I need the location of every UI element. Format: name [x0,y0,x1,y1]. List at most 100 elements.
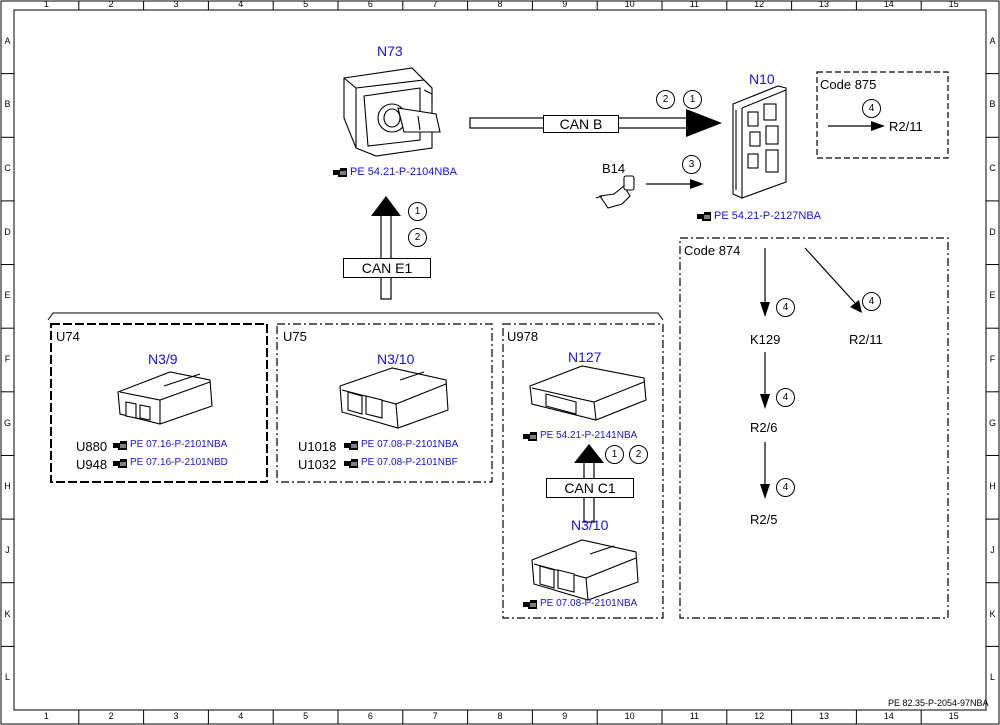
ecu-n3-10-lower-illustration [531,539,639,601]
pointing-hand-icon [333,168,347,177]
code874-title: Code 874 [684,243,741,258]
u978-box [502,323,664,619]
grid-row-label-left: A [4,35,11,46]
grid-row-label-right: F [989,354,996,364]
n10-reference-link[interactable]: PE 54.21-P-2127NBA [697,211,821,222]
can-b-arrowhead [686,109,722,137]
grid-row-label-right: E [989,290,996,301]
grid-column-label-top: 8 [497,0,503,9]
grid-column-label-bottom: 11 [689,711,700,721]
code875-title: Code 875 [820,77,877,92]
grid-row-label-left: F [4,354,11,364]
u74-title: U74 [56,329,80,344]
grid-row-label-left: L [4,672,10,683]
can-e1-line [380,214,392,300]
r2-5-badge: 4 [776,478,795,497]
grid-column-label-top: 13 [818,0,829,9]
grid-column-label-bottom: 1 [43,711,49,721]
grid-column-label-bottom: 10 [624,711,635,721]
grid-column-label-top: 15 [948,0,959,9]
grid-row-label-left: G [3,417,11,428]
n10-module-illustration [732,85,787,199]
can-c1-label: CAN C1 [546,478,634,498]
inner-frame [13,9,987,711]
can-c1-badge-1: 1 [605,445,624,464]
u1018-code: U1018 [298,439,337,454]
n3-9-label: N3/9 [148,351,178,367]
code875-r2-11: R2/11 [889,119,923,134]
grid-column-label-top: 7 [432,0,438,9]
grid-row-label-right: H [989,481,996,492]
b14-badge-3: 3 [682,155,701,174]
grid-row-label-left: K [4,608,11,619]
k129-label: K129 [750,332,781,347]
grid-row-label-left: E [4,290,11,301]
u880-reference-link[interactable]: PE 07.16-P-2101NBA [113,440,227,450]
n127-label: N127 [568,349,602,365]
n3-10-label: N3/10 [377,351,415,367]
can-e1-badge-1: 1 [408,202,427,221]
grid-row-label-right: K [989,608,996,619]
n73-reference-link[interactable]: PE 54.21-P-2104NBA [333,167,457,178]
b14-label: B14 [602,161,626,176]
can-e1-label: CAN E1 [343,258,431,278]
group-bracket [47,312,664,321]
grid-row-label-right: C [989,163,996,174]
n10-label: N10 [749,71,775,87]
k129-badge: 4 [776,298,795,317]
pointing-hand-icon [113,458,127,468]
ecu-n127-illustration [529,365,647,421]
grid-column-label-top: 3 [173,0,179,9]
grid-column-label-bottom: 12 [754,711,765,721]
grid-column-label-bottom: 6 [367,711,373,721]
can-e1-arrowhead [371,196,401,216]
pointing-hand-icon [523,599,537,609]
grid-row-label-right: J [990,544,995,555]
can-b-label: CAN B [543,115,619,133]
grid-column-label-top: 2 [108,0,114,9]
u948-reference-link[interactable]: PE 07.16-P-2101NBD [113,458,228,468]
u1018-reference-link[interactable]: PE 07.08-P-2101NBA [344,440,458,450]
grid-column-label-top: 12 [754,0,765,9]
grid-column-label-top: 9 [562,0,568,9]
grid-row-label-right: G [988,417,996,428]
u1032-code: U1032 [298,457,337,472]
pointing-hand-icon [697,212,711,221]
pointing-hand-icon [344,458,358,468]
grid-row-label-right: B [989,99,996,110]
grid-row-label-left: B [4,99,11,110]
code875-box [816,71,949,159]
can-b-badge-1: 1 [683,90,702,109]
r2-11-label: R2/11 [849,332,883,347]
grid-column-label-top: 6 [367,0,373,9]
grid-column-label-top: 4 [238,0,244,9]
grid-column-label-bottom: 2 [108,711,114,721]
grid-row-label-left: C [4,163,11,174]
r2-6-badge: 4 [776,388,795,407]
r2-6-label: R2/6 [750,420,778,435]
grid-column-label-bottom: 5 [303,711,309,721]
grid-row-label-left: D [4,226,11,237]
n3-10-lower-label: N3/10 [571,517,609,533]
grid-column-label-bottom: 8 [497,711,503,721]
n127-reference-link[interactable]: PE 54.21-P-2141NBA [523,431,637,441]
u1032-reference-link[interactable]: PE 07.08-P-2101NBF [344,458,458,468]
can-e1-badge-2: 2 [408,228,427,247]
grid-column-label-bottom: 3 [173,711,179,721]
grid-row-label-right: L [989,672,995,683]
code874-box [679,237,949,619]
can-c1-badge-2: 2 [629,445,648,464]
pointing-hand-icon [523,431,537,441]
pointing-hand-icon [113,440,127,450]
b14-sensor-illustration [595,175,635,209]
pointing-hand-icon [344,440,358,450]
n3-10-lower-reference-link[interactable]: PE 07.08-P-2101NBA [523,599,637,609]
ecu-n3-10-illustration [339,367,449,429]
grid-column-label-bottom: 7 [432,711,438,721]
can-c1-arrowhead [574,444,604,463]
code875-badge: 4 [862,99,881,118]
grid-column-label-top: 1 [43,0,49,9]
u75-title: U75 [283,329,307,344]
